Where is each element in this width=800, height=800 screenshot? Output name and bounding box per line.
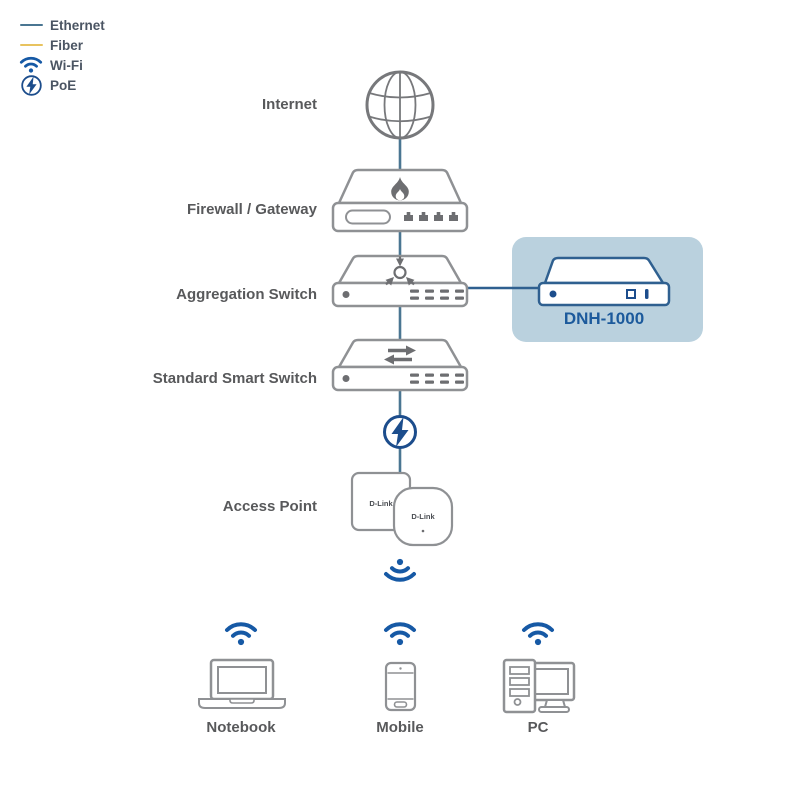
exchange-arrows-icon	[384, 345, 416, 365]
wifi-icon-mobile	[384, 622, 416, 648]
firewall-slot	[345, 209, 391, 225]
switch-ports	[410, 373, 464, 384]
legend-item-poe: PoE	[18, 74, 105, 96]
legend-label: Ethernet	[50, 17, 105, 33]
legend-label: PoE	[50, 77, 77, 93]
mobile-label: Mobile	[376, 719, 424, 736]
legend-label: Fiber	[50, 37, 84, 53]
pc-label: PC	[527, 719, 549, 736]
firewall-label: Firewall / Gateway	[186, 201, 317, 218]
legend-item-ethernet: Ethernet	[18, 15, 105, 35]
access-point-devices: D-Link D-Link	[350, 471, 454, 547]
internet-globe-icon	[365, 70, 435, 140]
internet-label: Internet	[261, 96, 317, 113]
legend-label: Wi-Fi	[50, 57, 83, 73]
ethernet-line-swatch	[18, 23, 44, 27]
notebook-icon	[198, 658, 286, 709]
legend: Ethernet Fiber Wi-Fi PoE	[18, 15, 105, 96]
dnh1000-label: DNH-1000	[563, 309, 645, 328]
pc-icon	[502, 658, 576, 714]
legend-item-wifi: Wi-Fi	[18, 55, 105, 75]
status-led	[342, 291, 350, 298]
wifi-icon-notebook	[225, 622, 257, 648]
ap-brand-back: D-Link	[369, 499, 393, 508]
fiber-line-swatch	[18, 43, 44, 47]
dnh-switch	[645, 289, 649, 299]
access-point-label: Access Point	[222, 498, 317, 515]
legend-item-fiber: Fiber	[18, 35, 105, 55]
flame-icon	[391, 177, 409, 201]
status-led	[342, 375, 350, 382]
dnh1000-device	[537, 256, 671, 307]
aggregation-switch-device	[331, 254, 469, 308]
firewall-device	[331, 168, 469, 233]
dnh-led	[549, 290, 557, 298]
aggregation-switch-label: Aggregation Switch	[176, 286, 317, 303]
switch-ports	[410, 289, 464, 300]
ap-brand-front: D-Link	[411, 512, 435, 521]
smart-switch-device	[331, 338, 469, 392]
poe-icon	[383, 415, 417, 449]
wifi-icon	[18, 56, 44, 74]
smart-switch-label: Standard Smart Switch	[152, 370, 317, 387]
wifi-icon-pc	[522, 622, 554, 648]
dnh-port	[626, 289, 636, 299]
notebook-label: Notebook	[206, 719, 276, 736]
wifi-broadcast-icon	[384, 556, 416, 582]
mobile-icon	[384, 661, 417, 712]
poe-icon	[18, 74, 44, 96]
aggregation-icon	[385, 256, 415, 286]
